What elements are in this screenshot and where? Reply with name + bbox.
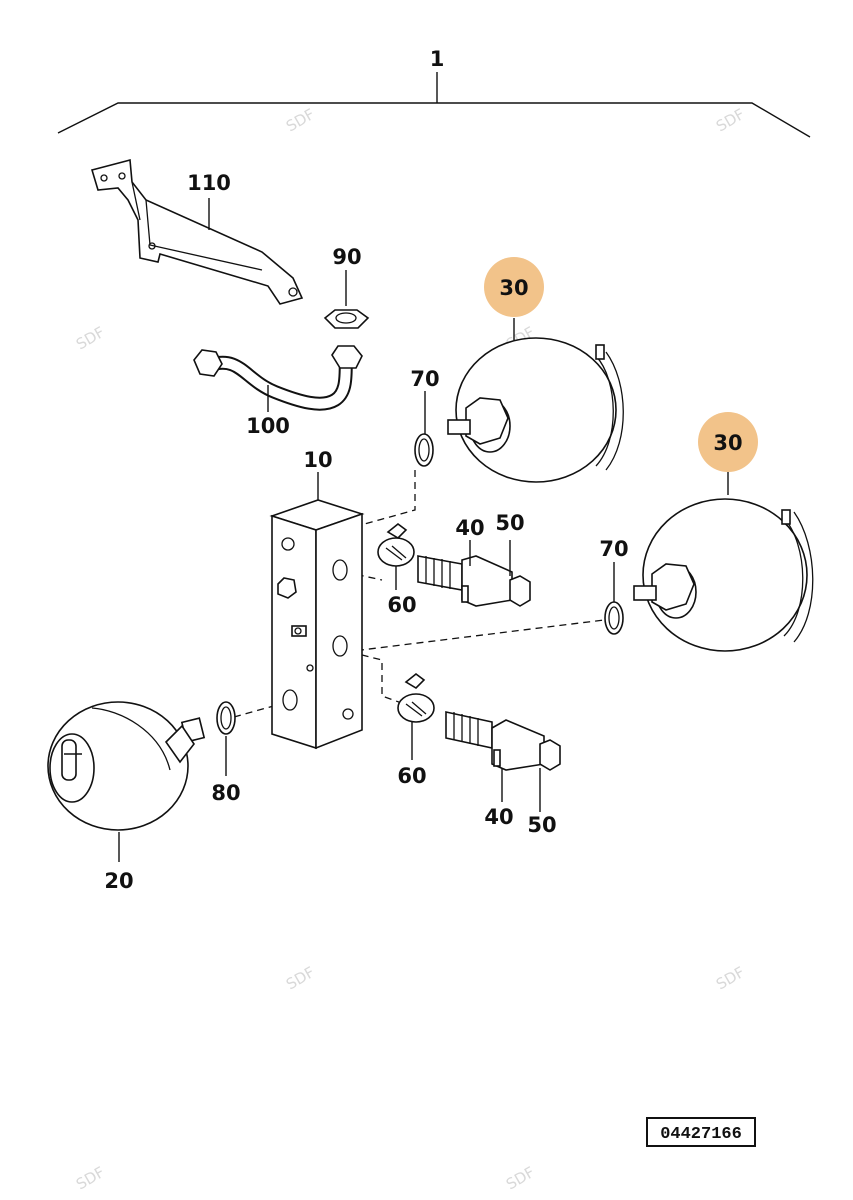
valve-block-10: 10 bbox=[269, 448, 365, 750]
label-seal-b: 70 bbox=[599, 537, 628, 561]
mounting-bracket-110: 110 bbox=[90, 158, 304, 305]
sphere-20: 80 20 bbox=[47, 701, 241, 893]
label-assembly: 1 bbox=[430, 47, 445, 71]
label-sphere-a: 30 bbox=[499, 276, 528, 300]
watermark: SDF bbox=[283, 963, 318, 993]
label-cap-a: 50 bbox=[495, 511, 524, 535]
watermark: SDF bbox=[73, 323, 108, 353]
assembly-bracket: 1 bbox=[57, 47, 811, 138]
label-valve-a: 40 bbox=[455, 516, 484, 540]
label-sphere-c: 20 bbox=[104, 869, 133, 893]
label-seal-a: 70 bbox=[410, 367, 439, 391]
highlight-badge bbox=[484, 257, 544, 317]
highlight-badge bbox=[698, 412, 758, 472]
label-valve-b: 40 bbox=[484, 805, 513, 829]
watermark: SDF bbox=[713, 105, 748, 135]
label-cap-b: 50 bbox=[527, 813, 556, 837]
label-clip-b: 60 bbox=[397, 764, 426, 788]
reference-box: 04427166 bbox=[646, 1117, 756, 1147]
sphere-30-lower: 30 70 bbox=[599, 412, 814, 652]
label-clip-a: 60 bbox=[387, 593, 416, 617]
label-pipe: 100 bbox=[246, 414, 290, 438]
watermark: SDF bbox=[503, 1163, 538, 1193]
watermark: SDF bbox=[713, 963, 748, 993]
watermark: SDF bbox=[73, 1163, 108, 1193]
sphere-30-upper: 30 70 bbox=[410, 257, 624, 483]
pipe-100: 100 bbox=[193, 345, 363, 438]
watermark: SDF bbox=[283, 105, 318, 135]
label-block: 10 bbox=[303, 448, 332, 472]
label-seal-c: 80 bbox=[211, 781, 240, 805]
nut-90: 90 bbox=[323, 245, 370, 329]
label-nut: 90 bbox=[332, 245, 361, 269]
label-sphere-b: 30 bbox=[713, 431, 742, 455]
solenoid-valve-lower: 60 40 50 bbox=[397, 672, 561, 837]
solenoid-valve-upper: 60 40 50 bbox=[377, 511, 531, 617]
reference-number: 04427166 bbox=[660, 1125, 742, 1144]
watermarks: SDF SDF SDF SDF SDF SDF SDF SDF SDF SDF … bbox=[73, 105, 748, 1193]
label-bracket: 110 bbox=[187, 171, 231, 195]
